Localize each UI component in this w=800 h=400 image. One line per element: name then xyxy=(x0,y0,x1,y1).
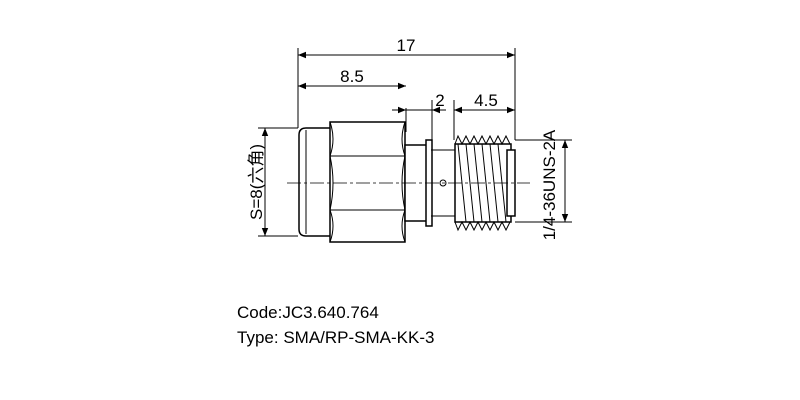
code-value: JC3.640.764 xyxy=(282,303,379,322)
thread-spec-label: 1/4-36UNS-2A xyxy=(540,129,559,240)
dimension-17-label: 17 xyxy=(397,36,416,55)
code-label: Code: xyxy=(237,303,283,322)
type-label: Type: xyxy=(237,328,284,347)
code-caption: Code:JC3.640.764 xyxy=(237,303,379,323)
dimension-lines xyxy=(258,48,572,237)
type-value: SMA/RP-SMA-KK-3 xyxy=(283,328,435,347)
connector-body xyxy=(298,121,516,243)
dimension-4-5-label: 4.5 xyxy=(474,91,498,110)
hex-size-label: S=8(六角) xyxy=(247,144,266,220)
dimension-2-label: 2 xyxy=(435,91,444,110)
dimension-8-5-label: 8.5 xyxy=(340,67,364,86)
hex-nut xyxy=(329,121,406,243)
left-cap xyxy=(298,127,330,237)
type-caption: Type: SMA/RP-SMA-KK-3 xyxy=(237,328,434,348)
